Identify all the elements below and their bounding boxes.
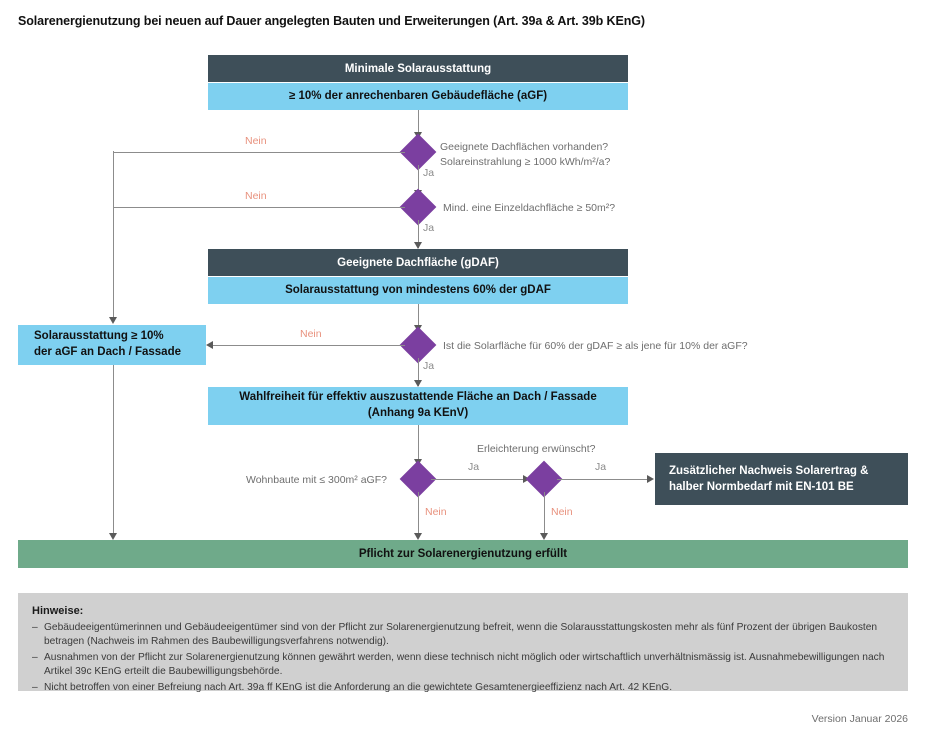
edge-label-ja-1: Ja	[423, 167, 435, 179]
connector-d2-ja	[417, 220, 419, 248]
note-dash-icon: –	[32, 681, 38, 693]
note-text: Ausnahmen von der Pflicht zur Solarenerg…	[44, 651, 885, 678]
arrow-d2-to-gdaf	[414, 242, 422, 249]
decision-5-question: Erleichterung erwünscht?	[477, 443, 596, 455]
connector-left-trunk-upper	[112, 151, 114, 319]
box-geeignete-dachflaeche-header: Geeignete Dachfläche (gDAF)	[208, 249, 628, 276]
note-text: Nicht betroffen von einer Befreiung nach…	[44, 681, 673, 693]
notes-heading: Hinweise:	[32, 605, 84, 617]
box-zusaetzlicher-nachweis: Zusätzlicher Nachweis Solarertrag & halb…	[655, 453, 908, 505]
connector-top-to-d1	[417, 110, 419, 134]
note-item: – Gebäudeeigentümerinnen und Gebäudeeige…	[32, 621, 894, 650]
arrow-d4-nein-to-green	[414, 533, 422, 540]
decision-erleichterung-erwuenscht[interactable]	[525, 460, 563, 498]
arrow-d5-to-extra-proof	[647, 475, 654, 483]
extra-proof-line1: Zusätzlicher Nachweis Solarertrag &	[669, 464, 869, 477]
edge-label-ja-3: Ja	[423, 360, 435, 372]
edge-label-nein-5: Nein	[551, 506, 573, 518]
edge-label-ja-4: Ja	[468, 461, 480, 473]
page-title: Solarenergienutzung bei neuen auf Dauer …	[18, 14, 645, 28]
note-dash-icon: –	[32, 651, 38, 663]
connector-d3-ja	[417, 358, 419, 386]
left-outcome-line1: Solarausstattung ≥ 10%	[34, 330, 164, 343]
decision-1-question: Geeignete Dachflächen vorhanden? Solarei…	[440, 140, 610, 170]
box-wahlfreiheit: Wahlfreiheit für effektiv auszustattende…	[208, 387, 628, 425]
decision-1-question-line1: Geeignete Dachflächen vorhanden?	[440, 141, 609, 153]
box-minimale-solarausstattung-header: Minimale Solarausstattung	[208, 55, 628, 82]
connector-left-trunk-lower	[112, 365, 114, 535]
arrow-d5-nein-to-green	[540, 533, 548, 540]
connector-d3-nein	[213, 344, 405, 346]
box-solarausstattung-10-prozent: Solarausstattung ≥ 10% der aGF an Dach /…	[18, 325, 206, 365]
box-minimale-solarausstattung-body: ≥ 10% der anrechenbaren Gebäudefläche (a…	[208, 83, 628, 110]
notes-panel: Hinweise: – Gebäudeeigentümerinnen und G…	[18, 593, 908, 693]
connector-gdaf-to-d3	[417, 304, 419, 328]
decision-3-question: Ist die Solarfläche für 60% der gDAF ≥ a…	[443, 340, 748, 352]
note-item: – Nicht betroffen von einer Befreiung na…	[32, 681, 894, 695]
extra-proof-line2: halber Normbedarf mit EN-101 BE	[669, 481, 854, 493]
connector-wahlfreiheit-to-d4	[417, 425, 419, 463]
edge-label-nein-4: Nein	[425, 506, 447, 518]
edge-label-ja-2: Ja	[423, 222, 435, 234]
decision-wohnbaute-300m2[interactable]	[399, 460, 437, 498]
wahlfreiheit-line1: Wahlfreiheit für effektiv auszustattende…	[239, 391, 597, 404]
edge-label-nein-2: Nein	[245, 190, 267, 202]
note-item: – Ausnahmen von der Pflicht zur Solarene…	[32, 651, 894, 680]
left-outcome-line2: der aGF an Dach / Fassade	[34, 346, 182, 358]
connector-d5-nein	[543, 492, 545, 537]
decision-geeignete-dachflaechen[interactable]	[399, 133, 437, 171]
edge-label-ja-5: Ja	[595, 461, 607, 473]
decision-1-question-line2: Solareinstrahlung ≥ 1000 kWh/m²/a?	[440, 156, 611, 169]
arrow-d3-to-left-outcome	[206, 341, 213, 349]
connector-d1-ja	[417, 165, 419, 195]
note-dash-icon: –	[32, 622, 38, 633]
wahlfreiheit-line2: (Anhang 9a KEnV)	[367, 407, 469, 419]
note-text: Gebäudeeigentümerinnen und Gebäudeeigent…	[44, 622, 878, 648]
connector-d4-ja	[431, 478, 524, 480]
arrow-left-trunk-to-green	[109, 533, 117, 540]
decision-solarflaeche-vergleich[interactable]	[399, 326, 437, 364]
connector-d4-nein	[417, 492, 419, 537]
decision-4-question: Wohnbaute mit ≤ 300m² aGF?	[246, 474, 387, 486]
connector-d2-nein	[113, 206, 405, 208]
arrow-d3-to-wahlfreiheit	[414, 380, 422, 387]
decision-einzeldachflaeche[interactable]	[399, 188, 437, 226]
edge-label-nein-3: Nein	[300, 328, 322, 340]
box-pflicht-erfuellt: Pflicht zur Solarenergienutzung erfüllt	[18, 540, 908, 568]
decision-2-question: Mind. eine Einzeldachfläche ≥ 50m²?	[443, 202, 616, 214]
edge-label-nein-1: Nein	[245, 135, 267, 147]
connector-d1-nein	[113, 151, 405, 153]
version-label: Version Januar 2026	[811, 713, 908, 725]
box-geeignete-dachflaeche-body: Solarausstattung von mindestens 60% der …	[208, 277, 628, 304]
arrow-left-trunk-to-box	[109, 317, 117, 324]
connector-d5-ja	[557, 478, 648, 480]
